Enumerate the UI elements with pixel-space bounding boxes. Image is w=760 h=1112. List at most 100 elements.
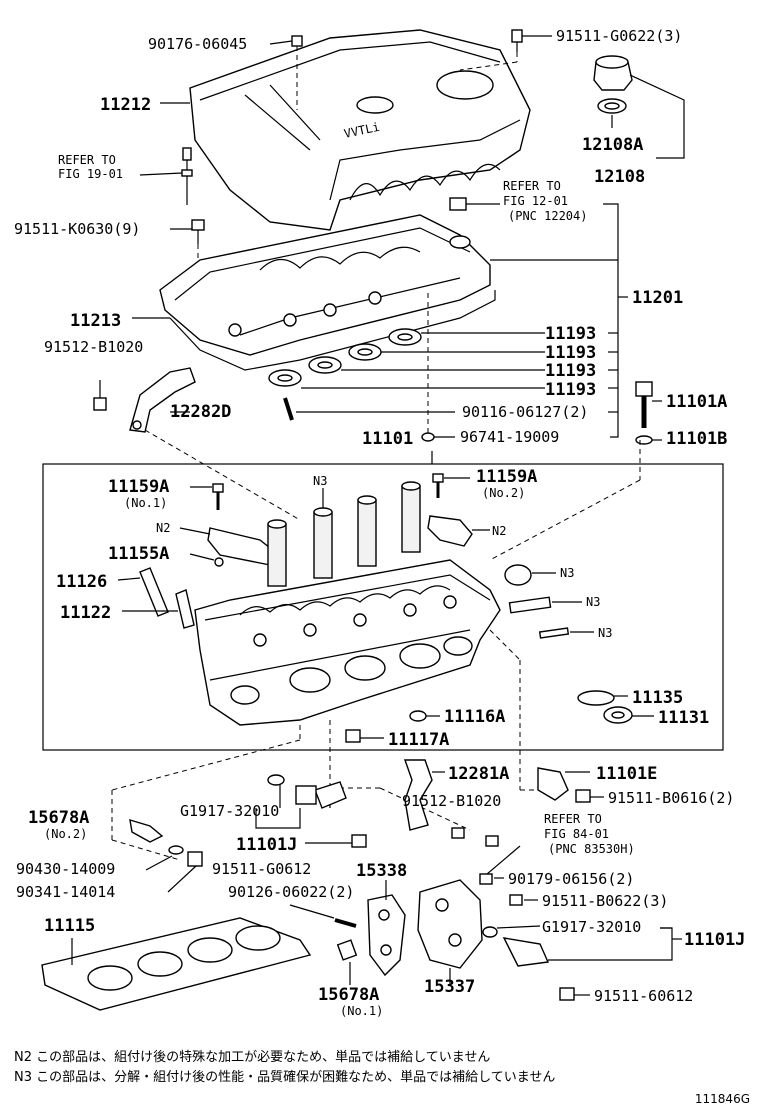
part-variant: (No.1) (124, 496, 167, 510)
engine-cover: VVTLi (189, 29, 531, 231)
spark-plug-tube (267, 481, 421, 587)
part-number: 12108A (582, 135, 643, 155)
part-number: 91512-B1020 (402, 792, 501, 810)
part-number: 15337 (424, 977, 475, 997)
reference-note: REFER TO (544, 812, 602, 826)
figure-code: 111846G (694, 1092, 750, 1106)
engine-hanger-front (404, 759, 433, 831)
cover-bolt (191, 219, 205, 244)
oil-plug (421, 432, 435, 442)
cylinder-head-box (42, 463, 724, 751)
part-variant: (No.2) (44, 827, 87, 841)
note-marker: N3 (560, 566, 574, 580)
reference-note: (PNC 83530H) (548, 842, 635, 856)
oil-delivery-pipe (537, 767, 591, 803)
valve-guide-bush (139, 567, 195, 629)
engine-hanger-rear (129, 367, 196, 433)
plug-tube-gasket (268, 328, 422, 387)
part-number: 11201 (632, 288, 683, 308)
cam-position-sensor (129, 819, 203, 867)
part-number: 90176-06045 (148, 35, 247, 53)
head-cover-gasket (169, 290, 496, 371)
oil-filler-cap (593, 55, 633, 114)
part-number: 11213 (70, 311, 121, 331)
part-number: 11101E (596, 764, 657, 784)
part-number: 11212 (100, 95, 151, 115)
part-number: 11115 (44, 916, 95, 936)
plug (345, 729, 361, 743)
timing-cover-parts (334, 879, 483, 977)
note-marker: N2 (156, 521, 170, 535)
part-number: 11193 (545, 361, 596, 381)
part-number: 11116A (444, 707, 505, 727)
cylinder-head (194, 559, 501, 726)
oil-control-valve (502, 937, 575, 1001)
part-variant: (No.1) (340, 1004, 383, 1018)
reference-note: FIG 84-01 (544, 827, 609, 841)
cam-shaft-seal (577, 690, 633, 724)
part-number: 90116-06127(2) (462, 403, 588, 421)
cylinder-head-cover (159, 214, 491, 356)
part-number: 96741-19009 (460, 428, 559, 446)
part-number: 11101J (236, 835, 297, 855)
part-number: 90341-14014 (16, 883, 115, 901)
part-number: 91511-B0622(3) (542, 892, 668, 910)
reference-note: FIG 12-01 (503, 194, 568, 208)
part-number: 11101J (684, 930, 745, 950)
part-number: 11126 (56, 572, 107, 592)
note-marker: N2 (492, 524, 506, 538)
reference-note: (PNC 12204) (508, 209, 587, 223)
part-number: 11101 (362, 429, 413, 449)
footnote-n3: N3 この部品は、分解・組付け後の性能・品質確保が困難なため、単品では補給してい… (14, 1070, 556, 1085)
cam-bearing-cap-bolt (212, 473, 444, 510)
stud-bolt (181, 147, 193, 205)
part-number: 11135 (632, 688, 683, 708)
part-number: 11131 (658, 708, 709, 728)
footnote-n2: N2 この部品は、組付け後の特殊な加工が必要なため、単品では補給していません (14, 1050, 491, 1065)
part-number: 90430-14009 (16, 860, 115, 878)
pcv-bolt (449, 197, 500, 211)
hanger-bolt (93, 397, 107, 411)
part-number: G1917-32010 (180, 802, 279, 820)
part-number: 11101A (666, 392, 727, 412)
part-number: 11155A (108, 544, 169, 564)
part-number: 91511-G0622(3) (556, 27, 682, 45)
part-number: 11193 (545, 380, 596, 400)
part-number: 11101B (666, 429, 727, 449)
part-number: 11193 (545, 343, 596, 363)
reference-note: REFER TO (58, 153, 116, 167)
hanger-bolt (451, 827, 465, 839)
part-number: 12108 (594, 167, 645, 187)
part-number: 11159A (476, 467, 537, 487)
stud (283, 397, 294, 421)
head-bolt (635, 381, 653, 445)
dowel-pin (214, 557, 224, 567)
cylinder-head-gasket (41, 917, 312, 1011)
part-number: 12282D (170, 402, 231, 422)
note-marker: N3 (586, 595, 600, 609)
part-number: 90179-06156(2) (508, 870, 634, 888)
part-number: G1917-32010 (542, 918, 641, 936)
oil-control-valve-parts (504, 564, 570, 639)
part-number: 91512-B1020 (44, 338, 143, 356)
part-number: 90126-06022(2) (228, 883, 354, 901)
part-number: 91511-G0612 (212, 860, 311, 878)
part-number: 12281A (448, 764, 509, 784)
part-number: 15678A (28, 808, 89, 828)
note-marker: N3 (598, 626, 612, 640)
part-number: 91511-K0630(9) (14, 220, 140, 238)
reference-note: FIG 19-01 (58, 167, 123, 181)
part-number: 11159A (108, 477, 169, 497)
part-number: 91511-60612 (594, 987, 693, 1005)
part-number: 15338 (356, 861, 407, 881)
footnotes: N2 この部品は、組付け後の特殊な加工が必要なため、単品では補給していません N… (14, 1048, 555, 1088)
plug (409, 710, 427, 722)
part-variant: (No.2) (482, 486, 525, 500)
part-number: 11117A (388, 730, 449, 750)
oil-control-valve (267, 774, 367, 848)
reference-note: REFER TO (503, 179, 561, 193)
cam-bearing-cap (427, 515, 473, 547)
part-number: 11122 (60, 603, 111, 623)
part-number: 11193 (545, 324, 596, 344)
